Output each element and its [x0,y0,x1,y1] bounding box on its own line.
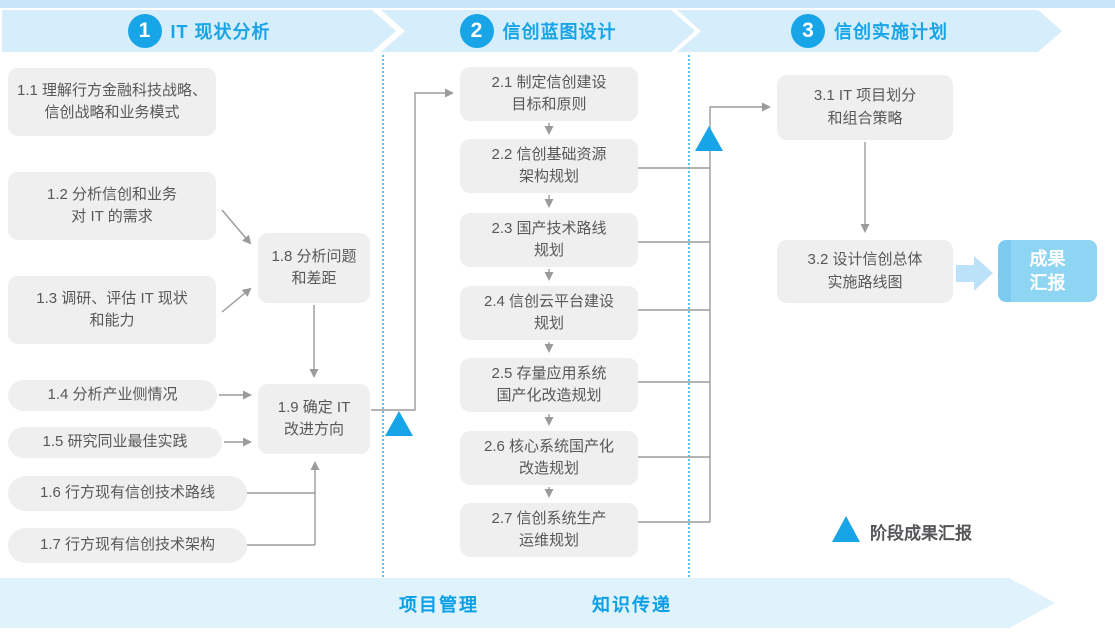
step-1-8-line1: 1.8 分析问题 [271,247,357,265]
step-1-4-line1: 1.4 分析产业侧情况 [47,386,178,404]
phase-2-title: 信创蓝图设计 [502,22,617,42]
step-2-3-line1: 2.3 国产技术路线 [491,219,607,237]
step-2-7-line1: 2.7 信创系统生产 [491,509,607,527]
step-2-6-box: 2.6 核心系统国产化 改造规划 [460,431,638,485]
step-1-8-line2: 和差距 [291,270,337,287]
phase-1-title: IT 现状分析 [170,22,271,42]
step-3-1-box: 3.1 IT 项目划分 和组合策略 [777,75,953,140]
footer-project-management-label: 项目管理 [399,595,479,615]
arrow-1-3-to-1-8 [221,287,252,313]
step-1-6-line1: 1.6 行方现有信创技术路线 [39,484,216,502]
step-1-6-box: 1.6 行方现有信创技术路线 [8,476,247,511]
step-2-7-box: 2.7 信创系统生产 运维规划 [460,503,638,557]
step-1-3-box: 1.3 调研、评估 IT 现状 和能力 [8,276,216,344]
legend-milestone-triangle [832,516,860,542]
milestone-triangle-phase2 [695,126,723,151]
step-1-5-box: 1.5 研究同业最佳实践 [8,427,222,458]
step-2-1-line2: 目标和原则 [511,96,587,113]
step-1-2-line1: 1.2 分析信创和业务 [46,185,178,203]
step-1-1-line2: 信创战略和业务模式 [44,104,180,121]
phase-header-1: 1 IT 现状分析 [2,10,396,52]
step-2-1-line1: 2.1 制定信创建设 [491,73,607,91]
step-2-6-line2: 改造规划 [518,460,579,477]
step-1-5-line1: 1.5 研究同业最佳实践 [42,433,188,451]
step-2-2-line1: 2.2 信创基础资源 [491,145,607,163]
result-report-line1: 成果 [1029,248,1066,269]
step-1-1-box: 1.1 理解行方金融科技战略、 信创战略和业务模式 [8,68,216,136]
step-1-9-box: 1.9 确定 IT 改进方向 [258,384,370,454]
phase-1-number-badge: 1 [128,14,162,48]
step-2-5-line2: 国产化改造规划 [496,387,602,404]
step-2-4-line1: 2.4 信创云平台建设 [483,292,615,310]
legend-milestone-label: 阶段成果汇报 [870,524,972,543]
step-1-9-line2: 改进方向 [283,421,344,438]
result-report-box: 成果 汇报 [998,240,1097,302]
step-1-4-box: 1.4 分析产业侧情况 [8,380,217,411]
step-2-6-line1: 2.6 核心系统国产化 [483,437,615,455]
step-2-2-box: 2.2 信创基础资源 架构规划 [460,139,638,193]
step-2-4-box: 2.4 信创云平台建设 规划 [460,286,638,340]
step-1-9-line1: 1.9 确定 IT [277,398,351,416]
step-3-1-line1: 3.1 IT 项目划分 [813,87,917,104]
step-1-7-box: 1.7 行方现有信创技术架构 [8,528,247,563]
step-2-2-line2: 架构规划 [518,168,579,185]
step-2-4-line2: 规划 [533,315,564,332]
phase-divider-2 [688,55,690,577]
step-3-2-box: 3.2 设计信创总体 实施路线图 [777,240,953,303]
step-2-1-box: 2.1 制定信创建设 目标和原则 [460,67,638,121]
step-1-7-line1: 1.7 行方现有信创技术架构 [39,536,216,554]
step-2-5-line1: 2.5 存量应用系统 [491,364,607,382]
arrow-1-2-to-1-8 [221,209,252,245]
step-1-8-box: 1.8 分析问题 和差距 [258,233,370,303]
step-3-1-line2: 和组合策略 [827,109,903,127]
footer-knowledge-transfer-label: 知识传递 [592,595,672,615]
top-accent-strip [0,0,1115,8]
step-1-3-line1: 1.3 调研、评估 IT 现状 [36,289,188,307]
step-1-2-line2: 对 IT 的需求 [71,208,153,225]
step-1-2-box: 1.2 分析信创和业务 对 IT 的需求 [8,172,216,240]
phase-3-number-badge: 3 [791,14,825,48]
footer-bar [0,578,1055,628]
milestone-triangle-phase1 [385,411,413,436]
arrow-trunk-to-3-1 [709,102,771,522]
phase-header-3: 3 信创实施计划 [677,10,1062,52]
step-1-1-line1: 1.1 理解行方金融科技战略、 [16,81,208,99]
phase-2-number-badge: 2 [460,14,494,48]
step-2-5-box: 2.5 存量应用系统 国产化改造规划 [460,358,638,412]
step-2-7-line2: 运维规划 [518,532,579,549]
phase-divider-1 [382,55,384,577]
step-3-2-line2: 实施路线图 [827,273,903,291]
phase-3-title: 信创实施计划 [834,22,948,42]
result-report-line2: 汇报 [1029,273,1066,293]
phase-header-2: 2 信创蓝图设计 [381,10,695,52]
step-2-3-line2: 规划 [533,242,564,259]
arrow-3-2-to-result [956,256,993,291]
step-3-2-line1: 3.2 设计信创总体 [807,251,923,268]
step-1-3-line2: 和能力 [89,312,135,329]
step-2-3-box: 2.3 国产技术路线 规划 [460,213,638,267]
